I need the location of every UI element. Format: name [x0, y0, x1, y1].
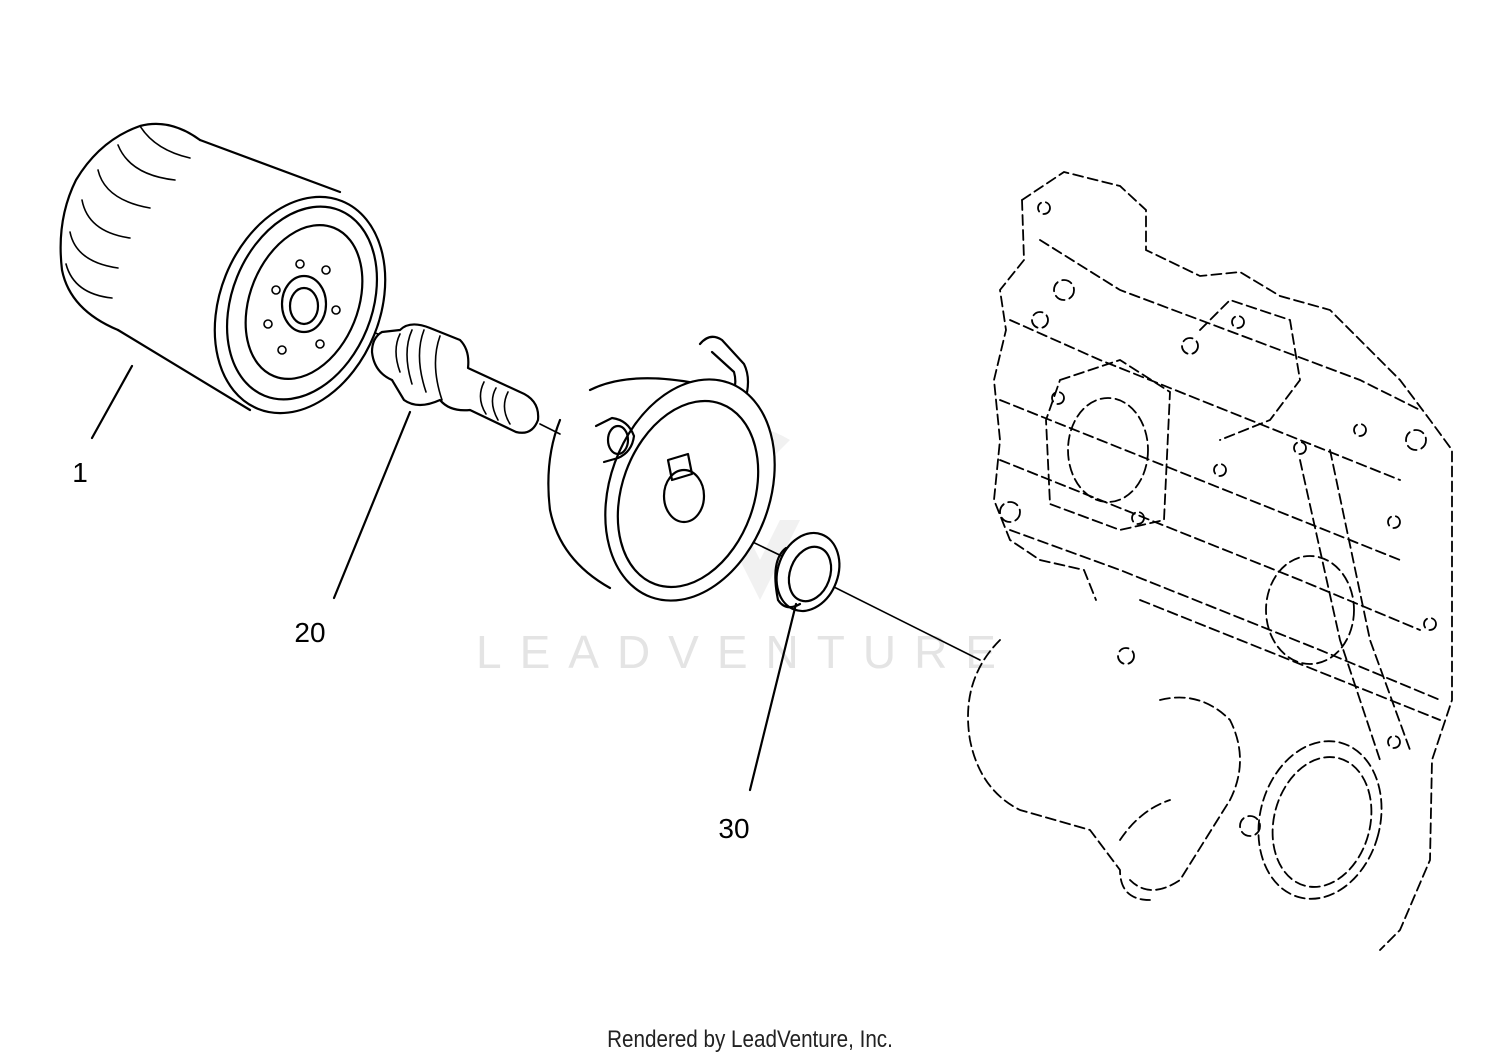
fitting-nipple[interactable]	[370, 323, 540, 434]
callout-1[interactable]: 1	[72, 457, 88, 488]
oil-filter[interactable]	[59, 122, 417, 439]
o-ring[interactable]	[766, 524, 850, 620]
callout-30[interactable]: 30	[718, 813, 749, 844]
callout-20[interactable]: 20	[294, 617, 325, 648]
oil-cooler[interactable]	[547, 335, 804, 625]
footer-credit: Rendered by LeadVenture, Inc.	[607, 1026, 893, 1053]
leader-lines	[90, 364, 798, 792]
watermark-text: LEADVENTURE	[476, 626, 1014, 678]
callout-labels: 1 20 30	[72, 457, 749, 844]
engine-bolts	[999, 201, 1437, 837]
filter-holes	[263, 259, 341, 355]
engine-block	[967, 171, 1453, 951]
